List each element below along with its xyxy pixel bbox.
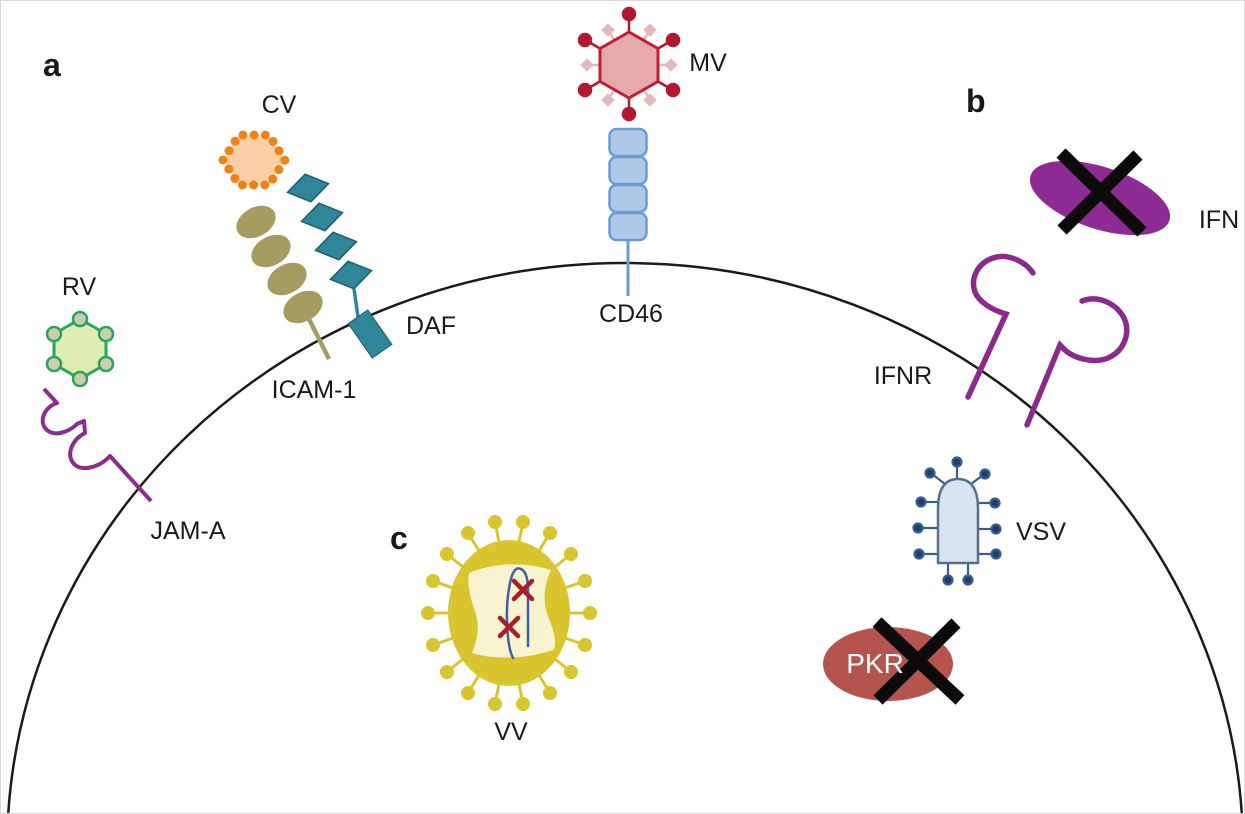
mv-dark-spikes (577, 6, 681, 122)
label-daf: DAF (406, 312, 456, 340)
vsv-spikes (912, 456, 1002, 586)
label-pkr: PKR (846, 648, 904, 679)
vv-virus-icon (421, 515, 597, 711)
label-mv: MV (689, 49, 727, 77)
vv-core (468, 564, 556, 658)
rv-capsid-knobs (45, 310, 115, 388)
daf-receptor (286, 173, 393, 359)
label-cd46: CD46 (599, 300, 663, 328)
label-ifnr: IFNR (873, 362, 933, 390)
label-icam-1: ICAM-1 (271, 376, 357, 404)
mv-virus-icon (577, 6, 681, 122)
jam-a-receptor (40, 387, 153, 503)
ifn-blocked-x-icon (1056, 148, 1147, 237)
vsv-virus-icon (912, 456, 1002, 586)
panel-letter-c: c (390, 520, 408, 556)
ifn-molecule (1029, 148, 1171, 237)
panel-letter-a: a (43, 47, 61, 83)
vv-gene-deletion-x-icons (497, 578, 535, 639)
cell-membrane-arc (7, 261, 1243, 813)
vv-spikes (421, 515, 597, 711)
cd46-receptor (608, 127, 648, 296)
label-cv: CV (261, 91, 297, 119)
label-vsv: VSV (1015, 518, 1067, 546)
panel-letter-b: b (966, 83, 986, 119)
pkr-blocked-x-icon (872, 617, 965, 705)
ifnr-receptor (965, 253, 1130, 428)
label-jam-a: JAM-A (150, 517, 226, 545)
label-vv: VV (494, 718, 528, 746)
label-rv: RV (61, 273, 97, 301)
mv-light-spikes (580, 23, 678, 107)
cv-virus-icon (218, 130, 290, 190)
pkr-molecule (823, 617, 965, 705)
rv-virus-icon (45, 310, 115, 388)
label-ifn: IFN (1198, 206, 1240, 234)
icam-1-receptor (236, 205, 332, 361)
